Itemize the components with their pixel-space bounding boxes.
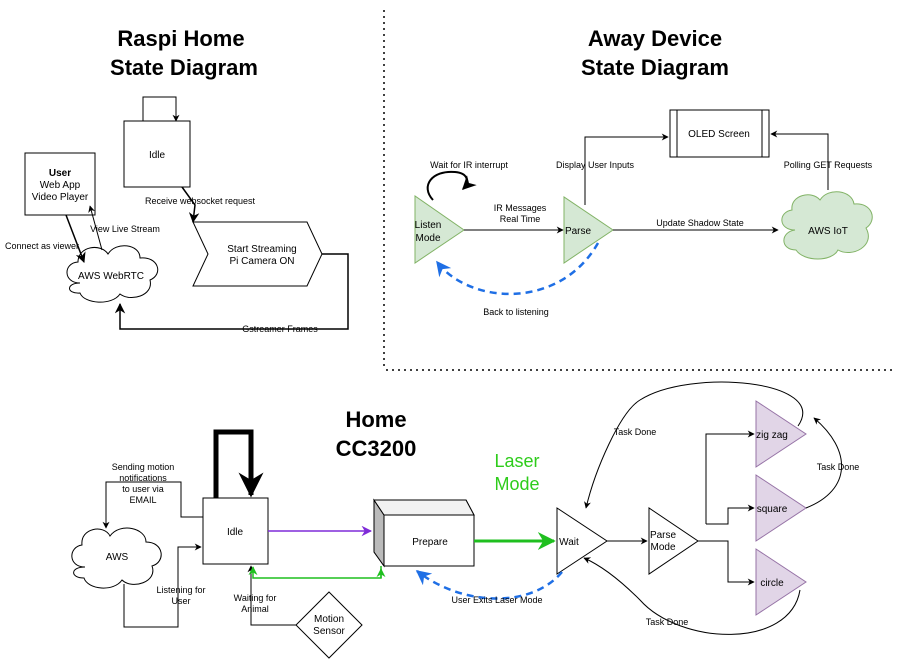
edge-update-shadow: Update Shadow State [656, 218, 744, 228]
parse-mode-line1: Parse [650, 530, 677, 541]
wait-label: Wait [559, 537, 579, 548]
away-title-line2: State Diagram [581, 55, 729, 80]
away-aws-iot-cloud[interactable]: AWS IoT [781, 191, 873, 260]
zigzag-label: zig zag [756, 430, 788, 441]
edge-sending-line4: EMAIL [129, 495, 156, 505]
home-title-line2: CC3200 [336, 436, 417, 461]
iot-label: AWS IoT [808, 226, 848, 237]
edge-ir-line1: IR Messages [494, 203, 547, 213]
edge-waiting-line1: Waiting for [234, 593, 277, 603]
edge-display-user-inputs: Display User Inputs [556, 160, 635, 170]
raspi-idle-label: Idle [149, 150, 166, 161]
home-motion-sensor[interactable]: Motion Sensor [295, 591, 363, 659]
raspi-title-line1: Raspi Home [117, 26, 244, 51]
edge-task-done-top: Task Done [614, 427, 657, 437]
edge-task-done-bottom: Task Done [646, 617, 689, 627]
parse-mode-line2: Mode [650, 542, 675, 553]
circle-label: circle [760, 578, 784, 589]
home-idle-state[interactable]: Idle [202, 497, 269, 565]
edge-receive-websocket: Receive websocket request [145, 196, 256, 206]
home-zigzag-state[interactable]: zig zag [755, 400, 807, 468]
edge-connect-as-viewer: Connect as viewer [5, 241, 79, 251]
square-label: square [757, 504, 788, 515]
motion-label-line1: Motion [314, 614, 344, 625]
home-idle-label: Idle [227, 527, 244, 538]
home-square-state[interactable]: square [755, 474, 807, 542]
away-parse-label: Parse [565, 226, 592, 237]
raspi-idle-state[interactable]: Idle [123, 120, 191, 188]
home-circle-state[interactable]: circle [755, 548, 807, 616]
away-listen-mode-state[interactable]: Listen Mode [414, 195, 465, 264]
motion-label-line2: Sensor [313, 626, 345, 637]
edge-wait-ir: Wait for IR interrupt [430, 160, 508, 170]
away-parse-state[interactable]: Parse [563, 196, 614, 264]
home-aws-cloud[interactable]: AWS [71, 527, 162, 589]
webrtc-label: AWS WebRTC [78, 271, 144, 282]
user-label-line3: Video Player [32, 192, 89, 203]
away-title-line1: Away Device [588, 26, 722, 51]
edge-sending-line1: Sending motion [112, 462, 175, 472]
edge-ir-line2: Real Time [500, 214, 541, 224]
stream-label-line1: Start Streaming [227, 244, 296, 255]
home-aws-label: AWS [106, 552, 129, 563]
listen-label-line2: Mode [415, 233, 440, 244]
prepare-label: Prepare [412, 537, 448, 548]
home-parse-mode-state[interactable]: Parse Mode [648, 507, 699, 575]
edge-listening-line1: Listening for [156, 585, 205, 595]
edge-sending-line2: notifications [119, 473, 167, 483]
edge-back-to-listening: Back to listening [483, 307, 549, 317]
home-prepare-state[interactable]: Prepare [373, 498, 475, 568]
edge-sending-line3: to user via [122, 484, 164, 494]
raspi-user-state[interactable]: User Web App Video Player [24, 152, 96, 216]
away-oled-screen[interactable]: OLED Screen [669, 109, 770, 158]
home-wait-state[interactable]: Wait [556, 507, 608, 575]
edge-gstreamer-frames: Gstreamer Frames [242, 324, 318, 334]
edge-waiting-line2: Animal [241, 604, 269, 614]
edge-view-live-stream: View Live Stream [90, 224, 160, 234]
user-label-line2: Web App [40, 180, 81, 191]
user-label-line1: User [49, 168, 71, 179]
edge-polling-get: Polling GET Requests [784, 160, 873, 170]
raspi-title-line2: State Diagram [110, 55, 258, 80]
laser-mode-line1: Laser [494, 451, 539, 471]
stream-label-line2: Pi Camera ON [229, 256, 294, 267]
listen-label-line1: Listen [415, 220, 442, 231]
oled-label: OLED Screen [688, 129, 750, 140]
edge-listening-line2: User [171, 596, 190, 606]
laser-mode-line2: Mode [494, 474, 539, 494]
edge-user-exits-laser: User Exits Laser Mode [451, 595, 542, 605]
home-title-line1: Home [345, 407, 406, 432]
edge-task-done-right: Task Done [817, 462, 860, 472]
raspi-start-streaming-state[interactable]: Start Streaming Pi Camera ON [192, 221, 323, 287]
